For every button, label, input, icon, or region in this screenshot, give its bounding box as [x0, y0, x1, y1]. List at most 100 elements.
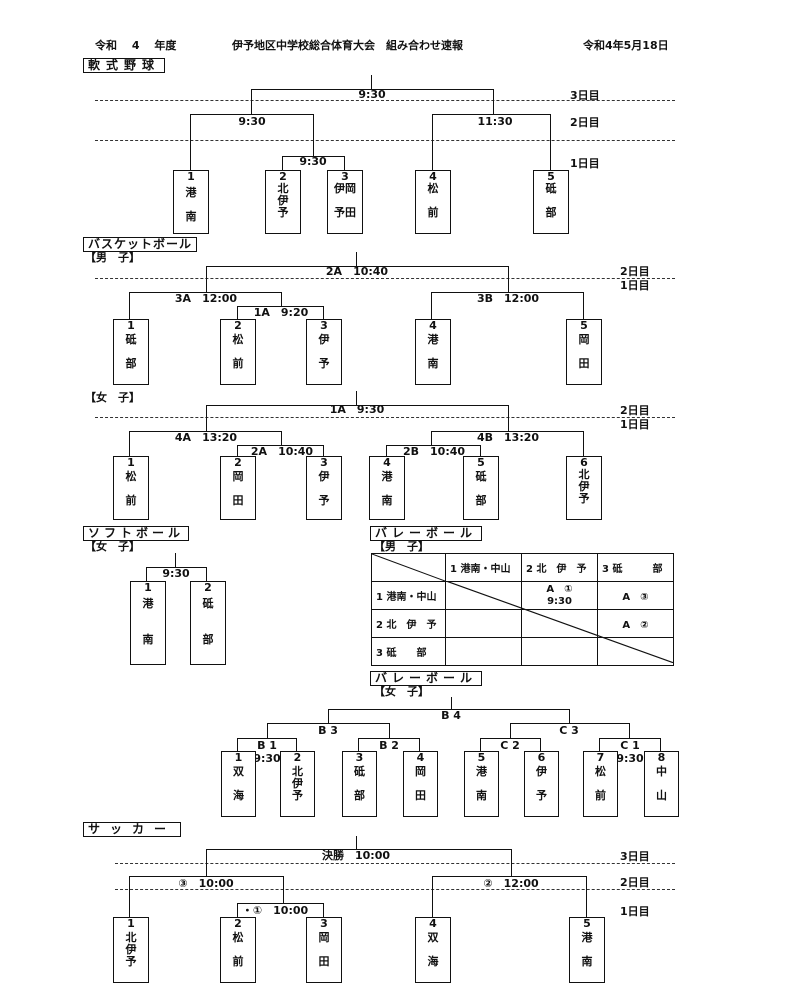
bracket-line: [431, 292, 583, 293]
day-label: 2日目: [620, 265, 650, 278]
bracket-line: [190, 114, 191, 170]
match-time: 決勝 10:00: [321, 849, 391, 862]
team-number: 4: [429, 170, 437, 183]
team-number: 3: [320, 917, 328, 930]
bracket-line: [237, 903, 238, 917]
team-name: 北 伊 予: [578, 468, 590, 505]
team-name: 双 海: [233, 765, 244, 802]
day-divider: [95, 140, 675, 141]
team-number: 1: [127, 456, 135, 469]
bracket-line: [432, 876, 433, 917]
match-time: 11:30: [477, 115, 513, 128]
bracket-line: [282, 156, 283, 170]
bracket-line: [569, 709, 570, 723]
day-label: 1日目: [620, 418, 650, 431]
bracket-line: [510, 723, 511, 738]
bracket-line: [480, 445, 481, 456]
match-time: 3A 12:00: [174, 292, 238, 305]
bracket-line: [599, 738, 660, 739]
league-table: 1 港南・中山 2 北 伊 予 3 砥 部 1 港南・中山 A ① 9:30 A…: [371, 553, 674, 666]
bracket-line: [583, 292, 584, 319]
year-label: 令和 4 年度: [95, 39, 177, 52]
bracket-line: [386, 445, 480, 446]
match-cell: A ③: [597, 581, 674, 610]
team-number: 5: [477, 456, 485, 469]
team-name: 松 前: [232, 931, 244, 968]
team-number: 2: [204, 581, 212, 594]
day-label: 1日目: [620, 905, 650, 918]
section-title-soccer: サッカー: [83, 822, 182, 837]
bracket-line: [190, 114, 313, 115]
bracket-line: [129, 876, 130, 917]
bracket-line: [356, 391, 357, 405]
round-label: C 2: [500, 739, 520, 752]
team-number: 2: [234, 917, 242, 930]
bracket-line: [237, 306, 323, 307]
bracket-line: [323, 445, 324, 456]
day-divider: [95, 417, 675, 418]
team-number: 4: [429, 319, 437, 332]
team-number: 2: [234, 456, 242, 469]
match-time: 9:30: [616, 752, 644, 765]
team-name: 港 南: [381, 470, 393, 507]
bracket-line: [510, 723, 629, 724]
bracket-line: [386, 445, 387, 456]
team-number: 1: [127, 917, 135, 930]
bracket-line: [451, 697, 452, 709]
team-name: 砥 部: [354, 765, 365, 802]
bracket-line: [583, 431, 584, 456]
bracket-line: [251, 89, 252, 114]
bracket-line: [146, 567, 206, 568]
team-name: 港 南: [581, 931, 593, 968]
day-label: 1日目: [570, 157, 600, 170]
team-name: 伊岡 予田: [334, 182, 356, 219]
bracket-line: [129, 876, 283, 877]
bracket-line: [313, 114, 314, 156]
team-number: 1: [127, 319, 135, 332]
page-title: 伊予地区中学校総合体育大会 組み合わせ速報: [232, 39, 463, 52]
bracket-line: [328, 709, 329, 723]
subsection-girls: 【女 子】: [374, 685, 429, 698]
team-name: 松 前: [427, 182, 439, 219]
bracket-line: [296, 738, 297, 751]
bracket-line: [129, 431, 281, 432]
diagonal-cell: [371, 553, 446, 582]
match-time: ③ 10:00: [178, 877, 234, 890]
bracket-line: [432, 876, 586, 877]
match-time: 4B 13:20: [476, 431, 540, 444]
team-number: 4: [429, 917, 437, 930]
team-number: 3: [341, 170, 349, 183]
bracket-line: [480, 738, 481, 751]
col-header: 1 港南・中山: [445, 553, 522, 582]
team-name: 伊 予: [536, 765, 547, 802]
match-time: 9:30: [238, 115, 266, 128]
match-time: 9:30: [162, 567, 190, 580]
team-name: 北 伊 予: [292, 765, 303, 802]
team-number: 5: [477, 751, 486, 764]
team-number: 5: [583, 917, 591, 930]
bracket-line: [237, 738, 238, 751]
team-name: 岡 田: [415, 765, 426, 802]
day-label: 1日目: [620, 279, 650, 292]
team-name: 双 海: [427, 931, 439, 968]
team-name: 港 南: [427, 333, 439, 370]
subsection-boys: 【男 子】: [85, 251, 140, 264]
section-title-softball: ソフトボール: [83, 526, 190, 541]
round-label: B 4: [441, 709, 461, 722]
team-number: 3: [320, 456, 328, 469]
bracket-line: [629, 723, 630, 738]
bracket-line: [129, 292, 130, 319]
diagonal-line: [446, 581, 674, 663]
team-name: 港 南: [185, 186, 197, 223]
